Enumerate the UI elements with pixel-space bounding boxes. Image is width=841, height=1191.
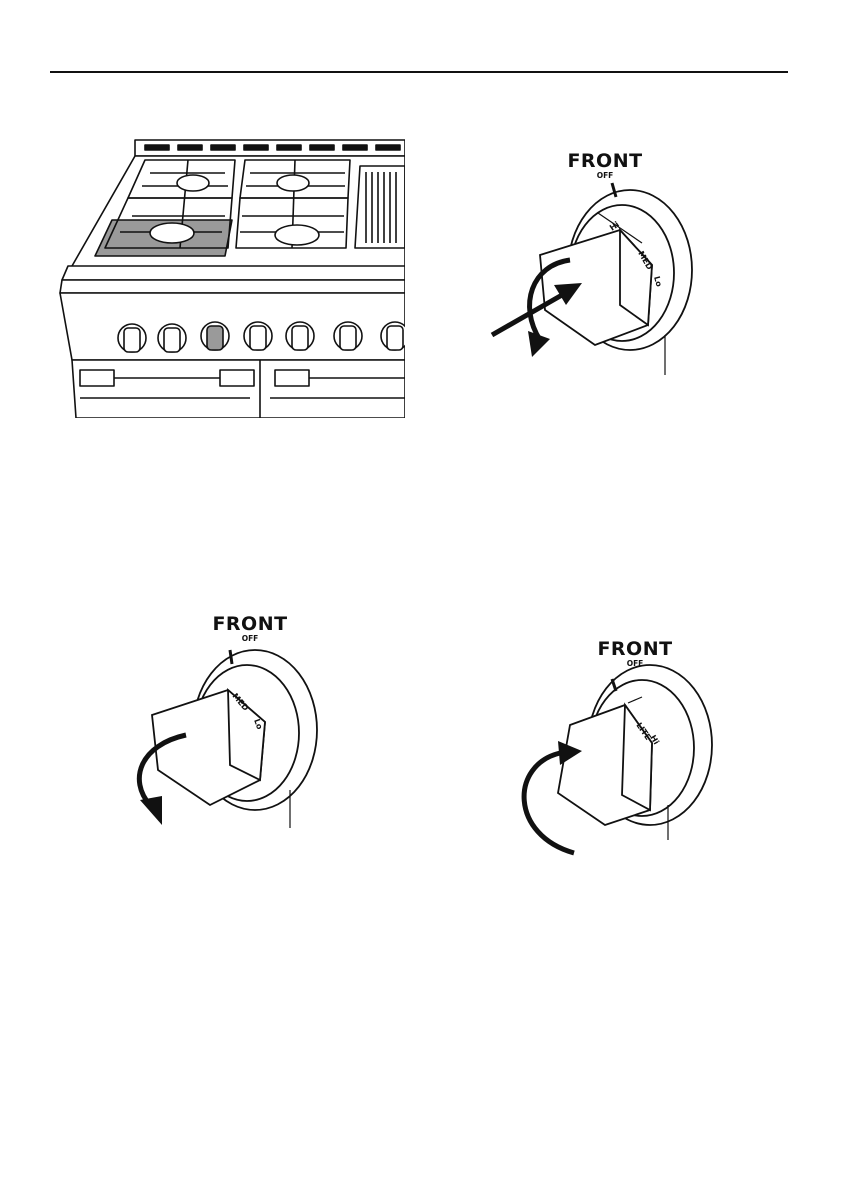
off-label: OFF xyxy=(242,634,259,643)
front-label: FRONT xyxy=(567,150,642,172)
knob-illustration: FRONT OFF MED Lo xyxy=(110,600,380,840)
knob-turn-figure: FRONT OFF MED Lo xyxy=(110,600,380,840)
oven-door-handle-icon xyxy=(72,360,405,418)
off-label: OFF xyxy=(597,171,614,180)
knob-push-turn-figure: FRONT OFF Hi MED Lo xyxy=(470,135,740,375)
range-cooktop-illustration xyxy=(50,128,405,418)
front-label: FRONT xyxy=(597,638,672,660)
knob-lite-figure: FRONT OFF LITE Hi xyxy=(500,625,770,865)
knob-illustration: FRONT OFF LITE Hi xyxy=(500,625,770,865)
range-cooktop-figure xyxy=(50,128,405,418)
header-rule xyxy=(50,71,788,73)
front-label: FRONT xyxy=(212,613,287,635)
knob-illustration: FRONT OFF Hi MED Lo xyxy=(470,135,740,375)
